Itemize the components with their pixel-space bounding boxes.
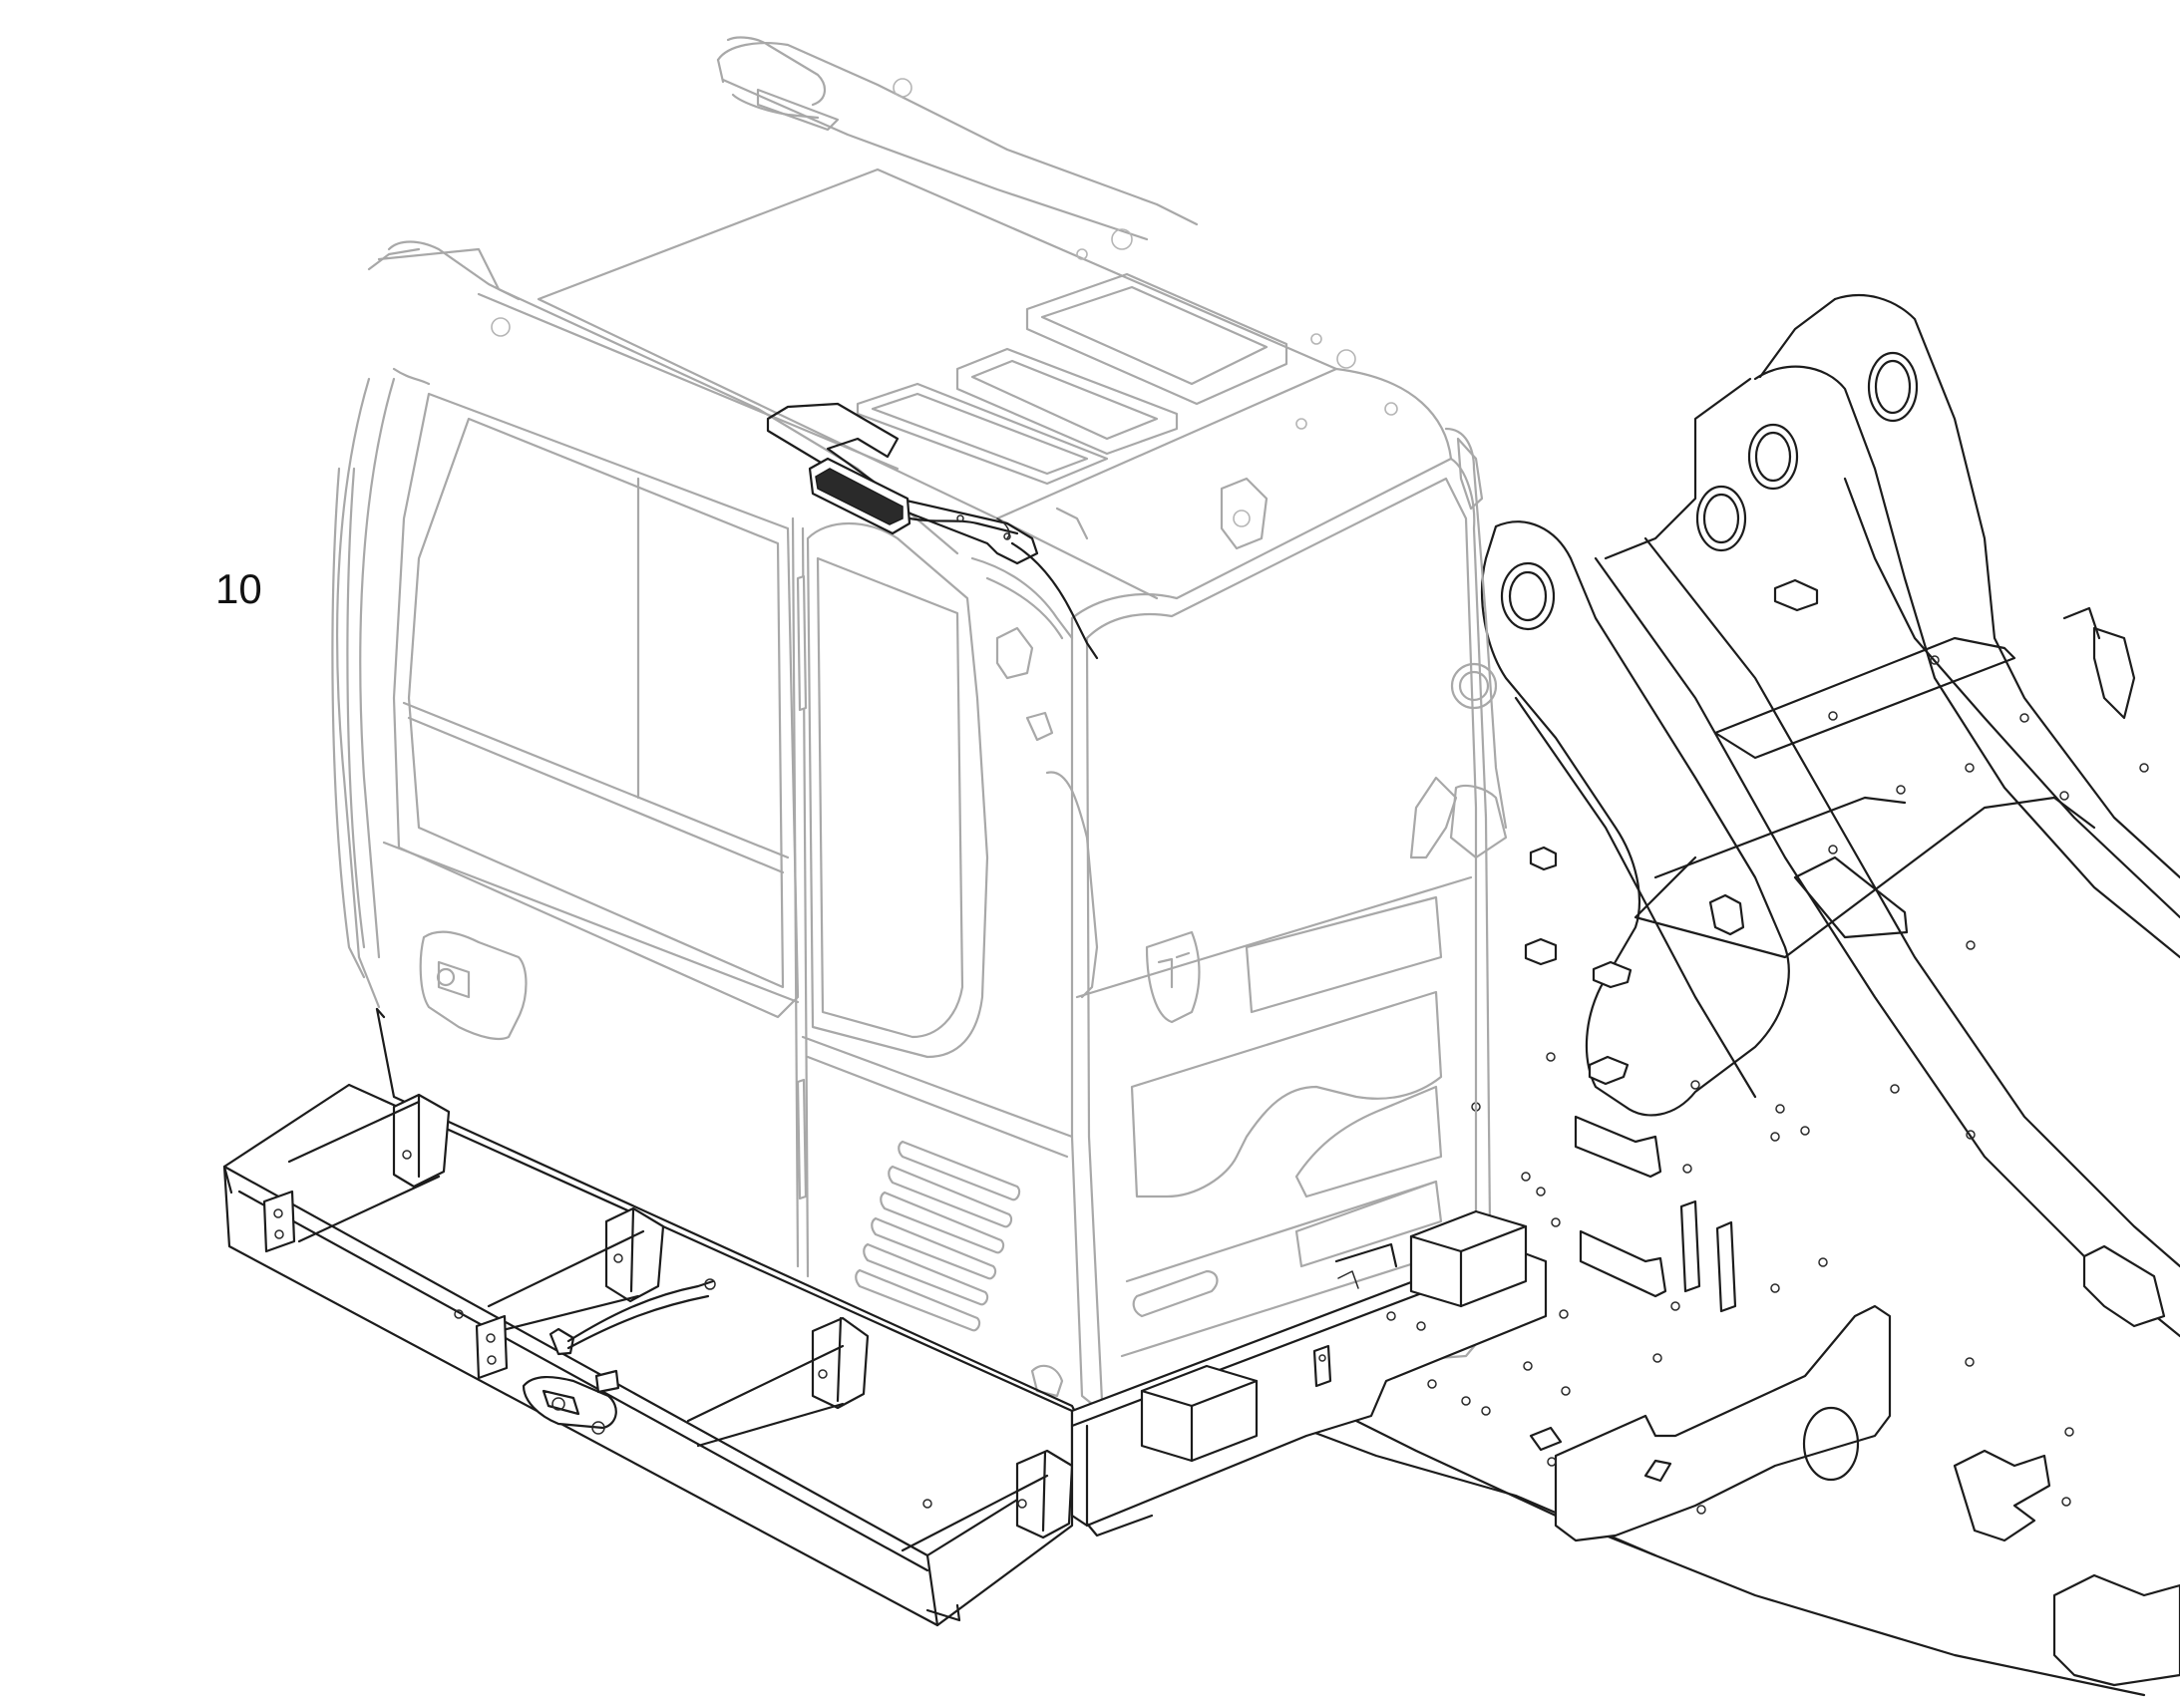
frame-bolts xyxy=(1401,655,2149,1515)
upper-frame xyxy=(1294,294,2180,1697)
front-tray xyxy=(222,1083,1074,1627)
callout-label-10: 10 xyxy=(215,565,262,612)
operator-cab xyxy=(331,36,1508,1418)
roof-bracket-assembly xyxy=(766,402,1099,660)
side-tray xyxy=(1070,1209,1548,1537)
